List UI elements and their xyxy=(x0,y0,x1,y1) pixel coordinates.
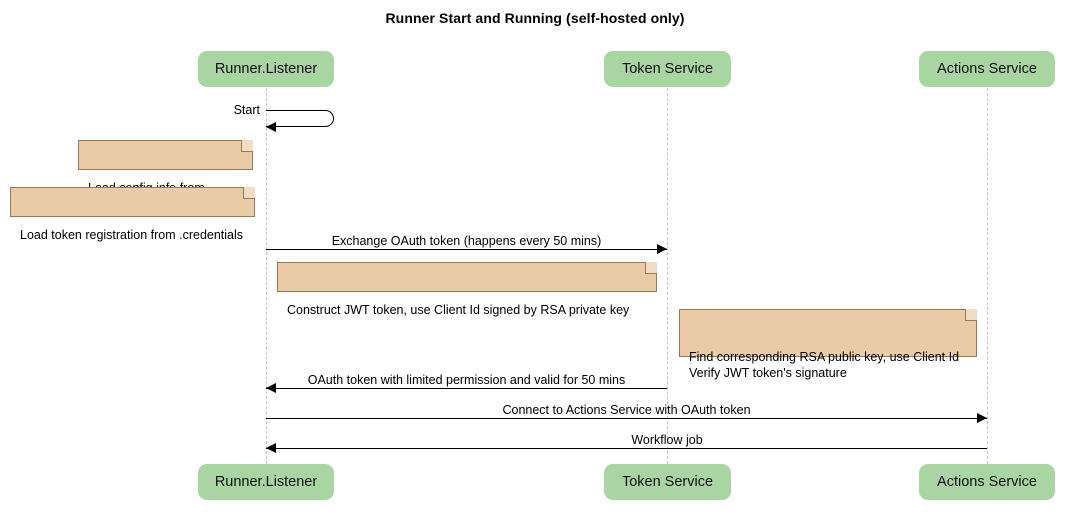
message-label-exchange-token: Exchange OAuth token (happens every 50 m… xyxy=(331,234,602,248)
participant-label: Runner.Listener xyxy=(214,474,318,490)
arrowhead-start xyxy=(266,122,276,132)
participant-runner-bottom[interactable]: Runner.Listener xyxy=(198,464,334,500)
note-text: Load token registration from .credential… xyxy=(20,228,244,242)
arrowhead-connect-actions xyxy=(977,413,987,423)
message-line-connect-actions xyxy=(266,418,987,419)
participant-label: Token Service xyxy=(621,61,714,77)
note-load-config: Load config info from .runner xyxy=(78,140,253,211)
message-label-connect-actions: Connect to Actions Service with OAuth to… xyxy=(502,403,751,417)
note-fold-icon xyxy=(243,187,255,199)
note-construct-jwt: Construct JWT token, use Client Id signe… xyxy=(277,262,657,317)
participant-actions-top[interactable]: Actions Service xyxy=(919,51,1055,87)
note-text: Find corresponding RSA public key, use C… xyxy=(689,350,960,380)
lifeline-runner xyxy=(266,88,267,464)
participant-token-top[interactable]: Token Service xyxy=(604,51,731,87)
participant-runner-top[interactable]: Runner.Listener xyxy=(198,51,334,87)
lifeline-actions xyxy=(987,88,988,464)
note-load-token-registration: Load token registration from .credential… xyxy=(10,187,255,242)
message-line-oauth-token xyxy=(266,388,667,389)
diagram-title: Runner Start and Running (self-hosted on… xyxy=(385,10,685,26)
note-fold-icon xyxy=(645,262,657,274)
message-label-oauth-token: OAuth token with limited permission and … xyxy=(307,373,626,387)
message-line-exchange-token xyxy=(266,249,667,250)
arrowhead-exchange-token xyxy=(657,244,667,254)
note-verify-jwt: Find corresponding RSA public key, use C… xyxy=(679,309,977,380)
arrowhead-oauth-token xyxy=(266,383,276,393)
message-label-workflow-job: Workflow job xyxy=(631,433,703,447)
lifeline-token xyxy=(667,88,668,464)
participant-label: Actions Service xyxy=(937,474,1037,490)
message-line-workflow-job xyxy=(266,448,987,449)
participant-label: Runner.Listener xyxy=(214,61,318,77)
participant-actions-bottom[interactable]: Actions Service xyxy=(919,464,1055,500)
self-message-start xyxy=(266,110,334,127)
participant-label: Token Service xyxy=(621,474,714,490)
participant-label: Actions Service xyxy=(937,61,1037,77)
note-fold-icon xyxy=(965,309,977,321)
arrowhead-workflow-job xyxy=(266,443,276,453)
note-fold-icon xyxy=(241,140,253,152)
note-text: Construct JWT token, use Client Id signe… xyxy=(287,303,630,317)
message-label-start: Start xyxy=(233,103,260,117)
participant-token-bottom[interactable]: Token Service xyxy=(604,464,731,500)
